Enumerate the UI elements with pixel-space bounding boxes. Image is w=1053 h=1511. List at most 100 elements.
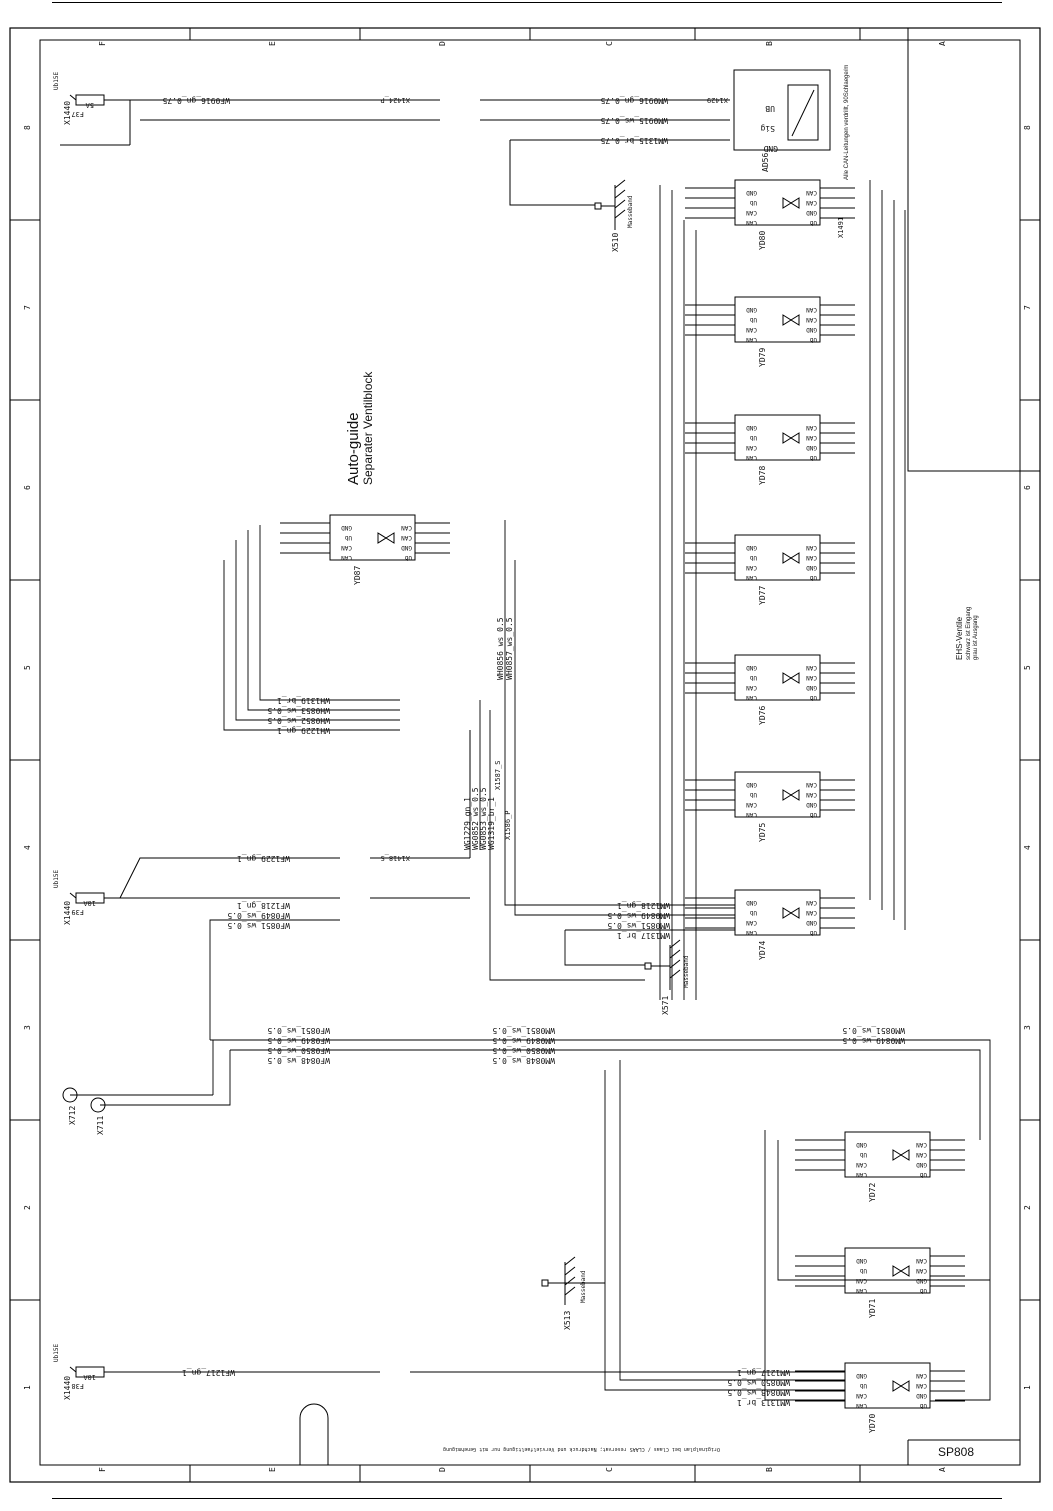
zone-number: 3 bbox=[1023, 1025, 1032, 1030]
valve-pin-label: CAN bbox=[916, 1151, 927, 1158]
wire-label: WH0853_ws_0.5 bbox=[267, 706, 330, 715]
valve-pin-label: CAN bbox=[806, 791, 817, 798]
valve-pin-label: Ub bbox=[859, 1382, 867, 1389]
fuse-f38-supply: Ub15E bbox=[53, 1344, 60, 1362]
ehs-title: EHS-Ventile bbox=[955, 616, 964, 660]
ground-x510 bbox=[594, 179, 626, 230]
ground-x510-label: X510 bbox=[611, 233, 620, 252]
separater-title: Separater Ventilblock bbox=[361, 371, 375, 485]
fuse-row-f38 bbox=[69, 1366, 845, 1378]
valve-pin-label: CAN bbox=[746, 326, 757, 333]
valve-pin-label: CAN bbox=[856, 1402, 867, 1409]
valve-pin-label: GND bbox=[806, 919, 817, 926]
sensor-wire-1: WM0916_gn_0.75 bbox=[600, 96, 668, 105]
sensor-pin-sig: Sig bbox=[760, 124, 775, 133]
valve-name: YD80 bbox=[758, 231, 767, 250]
fuse-f37-supply: Ub15E bbox=[53, 72, 60, 90]
zone-number: 4 bbox=[1023, 845, 1032, 850]
wire-label: WM0850_ws_0.5 bbox=[492, 1046, 555, 1055]
zone-number: 3 bbox=[23, 1025, 32, 1030]
valve-pin-label: Ub bbox=[809, 336, 817, 343]
valve-pin-label: CAN bbox=[746, 564, 757, 571]
zone-number: 1 bbox=[23, 1385, 32, 1390]
zone-number: 5 bbox=[1023, 665, 1032, 670]
ground-x513-masse: Masseband bbox=[580, 1270, 587, 1303]
can-bus-lines bbox=[70, 180, 991, 1401]
wire-label: WM0848_ws_0.5 bbox=[727, 1388, 790, 1397]
valve-pin-label: CAN bbox=[746, 454, 757, 461]
valve-pin-label: Ub bbox=[809, 811, 817, 818]
valve-pin-label: GND bbox=[856, 1257, 867, 1264]
valve-pin-label: Ub bbox=[749, 554, 757, 561]
valve-pin-label: Ub bbox=[344, 534, 352, 541]
valve-pin-label: GND bbox=[401, 544, 412, 551]
valve-pin-label: GND bbox=[806, 564, 817, 571]
wire-label: WF0849_ws_0.5 bbox=[267, 1036, 330, 1045]
connector-label: X1586_P bbox=[504, 810, 512, 840]
zone-letter: E bbox=[268, 1467, 277, 1472]
ground-x571 bbox=[644, 939, 681, 990]
valve-name: YD76 bbox=[758, 706, 767, 725]
valve-pin-label: GND bbox=[746, 544, 757, 551]
fuse-f38-wire: WF1217_gn_1 bbox=[182, 1368, 235, 1377]
auto-guide-title: Auto-guide bbox=[345, 412, 362, 485]
wire-label: WF0848_ws_0.5 bbox=[267, 1056, 330, 1065]
valve-pin-label: CAN bbox=[806, 199, 817, 206]
wire-label: WF0851_ws_0.5 bbox=[267, 1026, 330, 1035]
valve-pin-label: CAN bbox=[746, 919, 757, 926]
valve-name: YD70 bbox=[868, 1414, 877, 1433]
valve-pin-label: CAN bbox=[746, 929, 757, 936]
fuse-f38-name: F38 bbox=[71, 1382, 84, 1390]
valve-pin-label: CAN bbox=[806, 664, 817, 671]
valve-pin-label: CAN bbox=[856, 1277, 867, 1284]
zone-letter: E bbox=[268, 41, 277, 46]
fuse-f37-wire: WF0916_gn_0.75 bbox=[162, 96, 230, 105]
sensor-pin-gnd: GND bbox=[763, 144, 778, 153]
valve-pin-label: GND bbox=[806, 684, 817, 691]
zone-letter: D bbox=[438, 1467, 447, 1472]
wire-label: WF1218_gn_1 bbox=[237, 901, 290, 910]
wire-label: WM1317_br_1 bbox=[617, 931, 670, 940]
zone-letter: F bbox=[98, 1467, 107, 1472]
valve-pin-label: Ub bbox=[749, 434, 757, 441]
valve-name: YD72 bbox=[868, 1183, 877, 1202]
valve-pin-label: Ub bbox=[859, 1267, 867, 1274]
zone-letter: A bbox=[938, 1467, 947, 1472]
valve-pin-label: Ub bbox=[859, 1151, 867, 1158]
connector-label: X1587_S bbox=[494, 760, 502, 790]
valve-name: YD71 bbox=[868, 1299, 877, 1318]
wire-label: WH0852_ws_0.5 bbox=[267, 716, 330, 725]
valve-pin-label: CAN bbox=[806, 544, 817, 551]
valve-pin-label: CAN bbox=[746, 336, 757, 343]
valve-pin-label: Ub bbox=[809, 929, 817, 936]
valve-pin-label: Ub bbox=[749, 674, 757, 681]
zone-letter: D bbox=[438, 41, 447, 46]
valve-pin-label: CAN bbox=[806, 781, 817, 788]
wire-label: WM1217_gn_1 bbox=[737, 1368, 790, 1377]
fuse-row-f37 bbox=[60, 94, 730, 146]
ground-x513-label: X513 bbox=[563, 1311, 572, 1330]
valve-terminal: X1491 bbox=[837, 217, 845, 238]
wire-label: WG1319_br_1 bbox=[487, 797, 496, 850]
valve-pin-label: Ub bbox=[809, 574, 817, 581]
valve-pin-label: CAN bbox=[916, 1382, 927, 1389]
ehs-line2: grau ist Ausgang bbox=[973, 615, 979, 660]
terminal-x711 bbox=[90, 1097, 106, 1113]
zone-letter: C bbox=[605, 41, 614, 46]
valve-name: YD87 bbox=[353, 566, 362, 585]
wire-label: WG1229_gn_1 bbox=[463, 797, 472, 850]
valve-pin-label: GND bbox=[806, 326, 817, 333]
wire-label: WH0857_ws_0.5 bbox=[505, 617, 514, 680]
valve-pin-label: GND bbox=[746, 424, 757, 431]
valve-pin-label: CAN bbox=[916, 1372, 927, 1379]
zone-number: 7 bbox=[1023, 305, 1032, 310]
wire-label: WM0851_ws_0.5 bbox=[842, 1026, 905, 1035]
wire-label: WH1319_br_1 bbox=[277, 696, 330, 705]
